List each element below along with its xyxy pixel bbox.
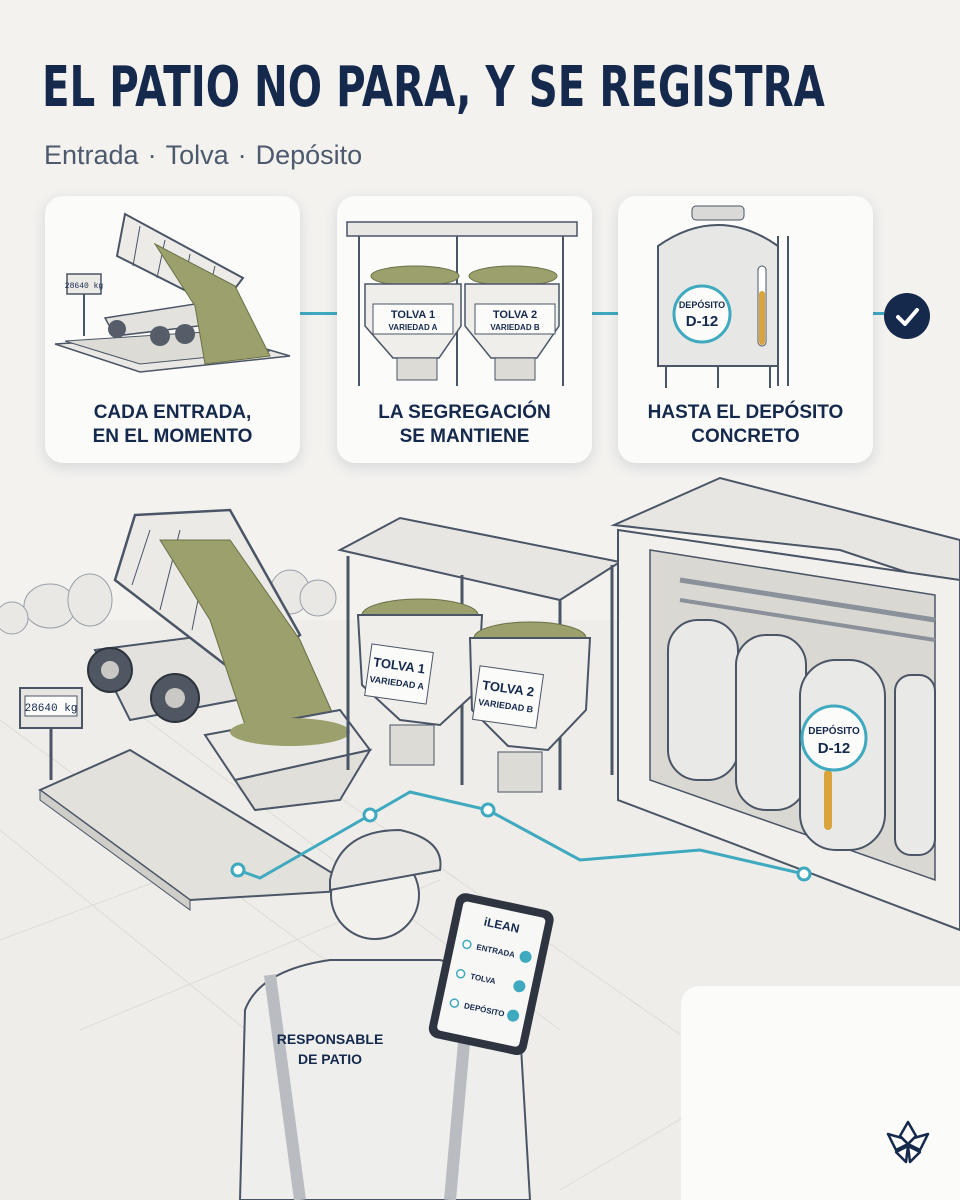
vest-label-line2: DE PATIO — [298, 1051, 362, 1067]
tablet-device: iLEAN ENTRADA TOLVA DEPÓSITO — [428, 893, 554, 1056]
connector-line — [586, 312, 618, 315]
hoppers-illustration: TOLVA 1 VARIEDAD A TOLVA 2 VARIEDAD B — [346, 221, 578, 386]
hopper-2-variety: VARIEDAD B — [490, 323, 539, 332]
hopper-1-label: TOLVA 1 — [391, 309, 435, 321]
scene-hopper-2-label: TOLVA 2 — [481, 677, 535, 699]
scene-tank-label: DEPÓSITO — [808, 724, 860, 737]
page-title: EL PATIO NO PARA, Y SE REGISTRA — [42, 55, 825, 120]
scene-hopper-1-label: TOLVA 1 — [372, 654, 426, 676]
separator: · — [147, 140, 157, 170]
subtitle-entrada: Entrada — [44, 140, 139, 170]
blank-panel — [681, 986, 960, 1200]
subtitle: Entrada · Tolva · Depósito — [44, 140, 362, 171]
step-caption-line2: EN EL MOMENTO — [92, 426, 253, 447]
step-caption-line2: SE MANTIENE — [399, 426, 530, 447]
brand-logo-icon — [886, 1120, 930, 1164]
hopper-2-label: TOLVA 2 — [493, 309, 537, 321]
scale-readout: 28640 kg — [65, 282, 104, 291]
step-card-tolva: TOLVA 1 VARIEDAD A TOLVA 2 VARIEDAD B LA… — [337, 196, 592, 463]
truck-illustration: 28640 kg — [54, 212, 291, 373]
subtitle-tolva: Tolva — [165, 140, 229, 170]
tank-id: D-12 — [686, 313, 719, 330]
step-caption-line1: CADA ENTRADA, — [93, 402, 252, 423]
connector-line — [300, 312, 337, 315]
step-card-deposito: DEPÓSITO D-12 HASTA EL DEPÓSITO CONCRETO — [618, 196, 873, 463]
separator: · — [237, 140, 247, 170]
vest-label-line1: RESPONSABLE — [277, 1031, 384, 1047]
tank-illustration: DEPÓSITO D-12 — [657, 205, 789, 388]
scale-display: 28640 kg — [25, 703, 78, 715]
hopper-1-variety: VARIEDAD A — [389, 323, 438, 332]
step-card-entrada: 28640 kg CADA ENTRADA, EN EL MOMENTO — [45, 196, 300, 463]
subtitle-deposito: Depósito — [255, 140, 363, 170]
step-caption-line1: HASTA EL DEPÓSITO — [647, 402, 844, 423]
check-icon — [884, 293, 930, 339]
step-caption-line1: LA SEGREGACIÓN — [378, 402, 551, 423]
tank-label: DEPÓSITO — [679, 299, 725, 310]
step-caption-line2: CONCRETO — [691, 426, 800, 447]
scene-tank-id: D-12 — [818, 740, 851, 757]
